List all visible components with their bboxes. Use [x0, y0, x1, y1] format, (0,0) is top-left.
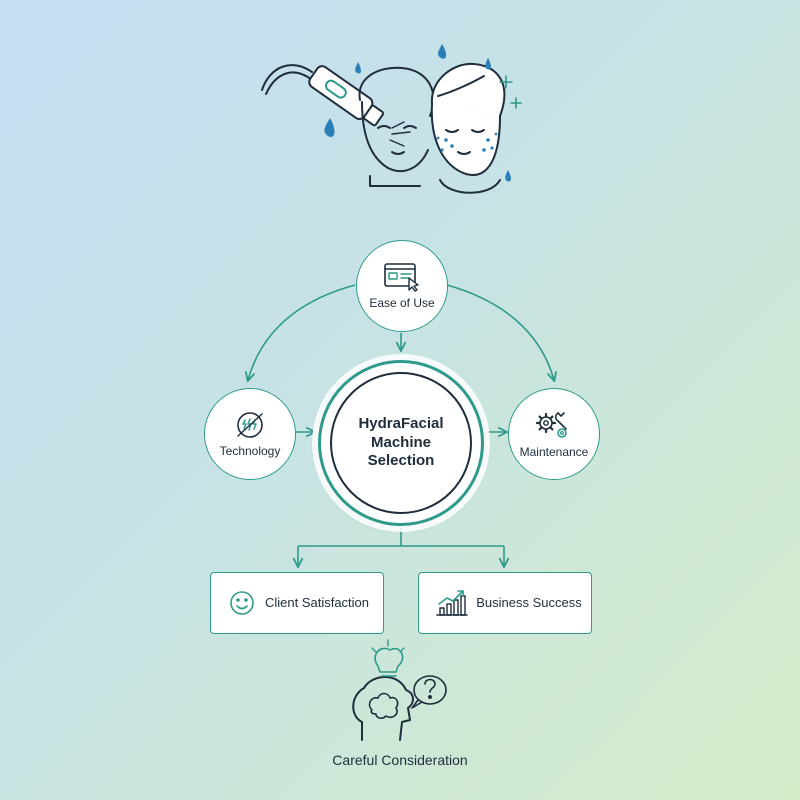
growth-chart-icon	[436, 590, 468, 616]
box-client-satisfaction: Client Satisfaction	[210, 572, 384, 634]
branch-line	[298, 528, 504, 547]
hero-illustration	[261, 44, 522, 194]
node-ease-of-use-label: Ease of Use	[369, 296, 435, 310]
arrow-ease-to-maintenance	[446, 284, 554, 380]
box-client-satisfaction-label: Client Satisfaction	[264, 595, 370, 611]
node-technology-label: Technology	[219, 444, 281, 458]
node-maintenance: Maintenance	[508, 388, 600, 480]
center-node: HydraFacial Machine Selection	[330, 372, 472, 514]
node-ease-of-use: Ease of Use	[356, 240, 448, 332]
sparkle-icons	[499, 75, 522, 109]
center-title: HydraFacial Machine Selection	[358, 414, 444, 470]
node-maintenance-label: Maintenance	[519, 445, 589, 459]
wand-hose	[261, 64, 313, 91]
node-technology: Technology	[204, 388, 296, 480]
arrow-ease-to-technology	[248, 284, 356, 380]
smiley-icon	[230, 591, 254, 615]
box-business-success-label: Business Success	[476, 595, 582, 611]
technology-icon	[237, 412, 263, 438]
gears-wrench-icon	[535, 412, 567, 438]
connectors	[248, 284, 554, 566]
box-business-success: Business Success	[418, 572, 592, 634]
hydra-wand-icon	[308, 65, 385, 127]
water-drops	[324, 44, 511, 182]
browser-click-icon	[384, 263, 419, 292]
thinking-head-icon	[352, 639, 447, 741]
footer-caption: Careful Consideration	[332, 752, 468, 768]
